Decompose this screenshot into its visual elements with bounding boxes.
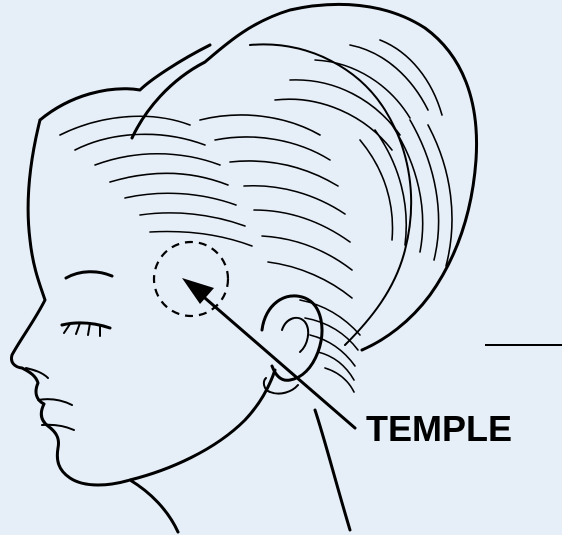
hairline-front (40, 45, 210, 120)
ear (262, 296, 322, 380)
jawline (130, 370, 275, 480)
face-profile (11, 120, 178, 532)
temple-label: TEMPLE (366, 408, 512, 449)
eyebrow (66, 272, 112, 278)
ear-inner (282, 318, 308, 352)
hair-strands (60, 40, 452, 392)
neck-back (315, 410, 350, 530)
temple-highlight-circle (154, 242, 228, 316)
